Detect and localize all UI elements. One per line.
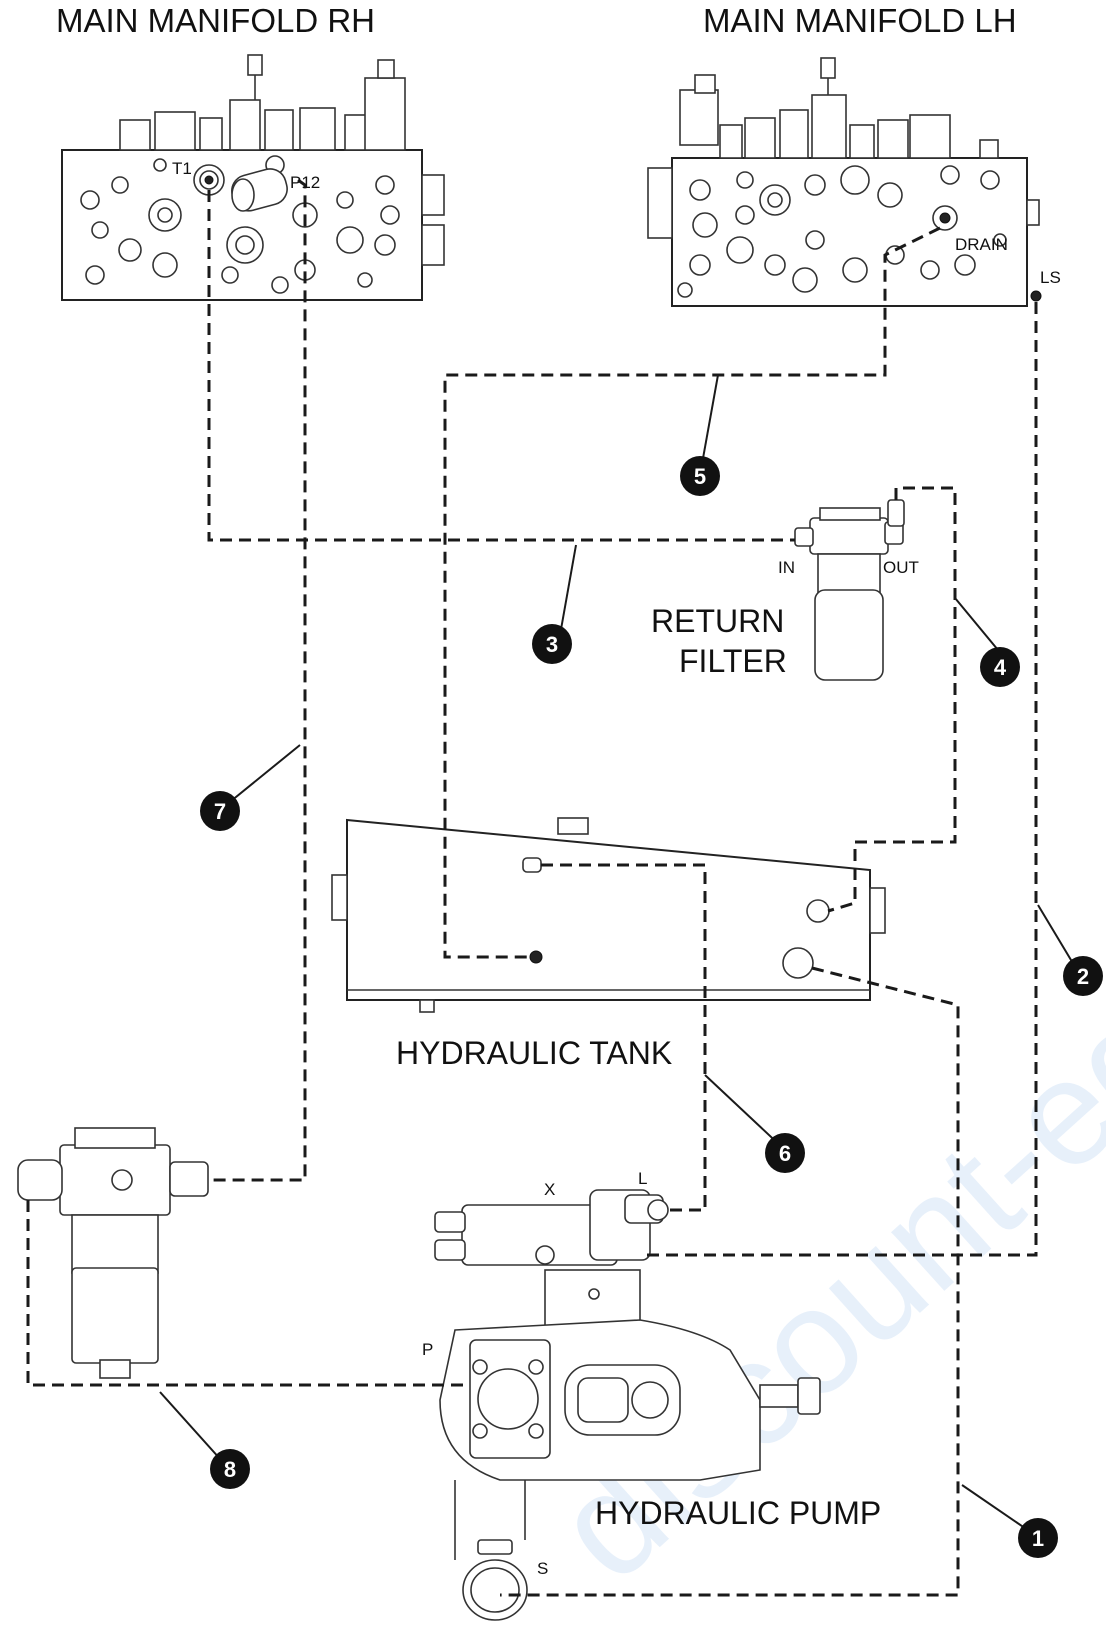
port-label-p: P bbox=[422, 1340, 433, 1359]
return-filter bbox=[795, 500, 904, 680]
port-label-l: L bbox=[638, 1169, 647, 1188]
callout-7: 7 bbox=[200, 791, 240, 831]
svg-text:4: 4 bbox=[994, 655, 1007, 680]
svg-text:7: 7 bbox=[214, 799, 226, 824]
label-hydraulic-pump: HYDRAULIC PUMP bbox=[595, 1495, 881, 1531]
title-main-manifold-rh: MAIN MANIFOLD RH bbox=[56, 2, 375, 39]
port-label-ls: LS bbox=[1040, 268, 1061, 287]
port-label-in: IN bbox=[778, 558, 795, 577]
callout-2: 2 bbox=[1063, 956, 1103, 996]
pressure-filter bbox=[18, 1128, 208, 1378]
callout-5: 5 bbox=[680, 456, 720, 496]
title-main-manifold-lh: MAIN MANIFOLD LH bbox=[703, 2, 1017, 39]
port-label-t1: T1 bbox=[172, 159, 192, 178]
label-return-filter-line1: RETURN bbox=[651, 603, 784, 639]
svg-text:1: 1 bbox=[1032, 1526, 1044, 1551]
svg-text:8: 8 bbox=[224, 1457, 236, 1482]
svg-text:6: 6 bbox=[779, 1141, 791, 1166]
port-label-x: X bbox=[544, 1180, 555, 1199]
hydraulic-tank bbox=[332, 818, 885, 1012]
callout-8: 8 bbox=[210, 1449, 250, 1489]
callout-1: 1 bbox=[1018, 1518, 1058, 1558]
callout-6: 6 bbox=[765, 1133, 805, 1173]
port-label-out: OUT bbox=[883, 558, 919, 577]
main-manifold-rh bbox=[62, 55, 444, 300]
port-label-s: S bbox=[537, 1559, 548, 1578]
main-manifold-lh bbox=[648, 58, 1041, 306]
label-return-filter-line2: FILTER bbox=[679, 643, 787, 679]
line-7 bbox=[208, 180, 305, 1180]
callout-4: 4 bbox=[980, 647, 1020, 687]
svg-text:2: 2 bbox=[1077, 964, 1089, 989]
label-hydraulic-tank: HYDRAULIC TANK bbox=[396, 1035, 672, 1071]
svg-text:3: 3 bbox=[546, 632, 558, 657]
svg-text:5: 5 bbox=[694, 464, 706, 489]
port-label-drain: DRAIN bbox=[955, 235, 1008, 254]
callout-3: 3 bbox=[532, 624, 572, 664]
port-label-p12: P12 bbox=[290, 173, 320, 192]
